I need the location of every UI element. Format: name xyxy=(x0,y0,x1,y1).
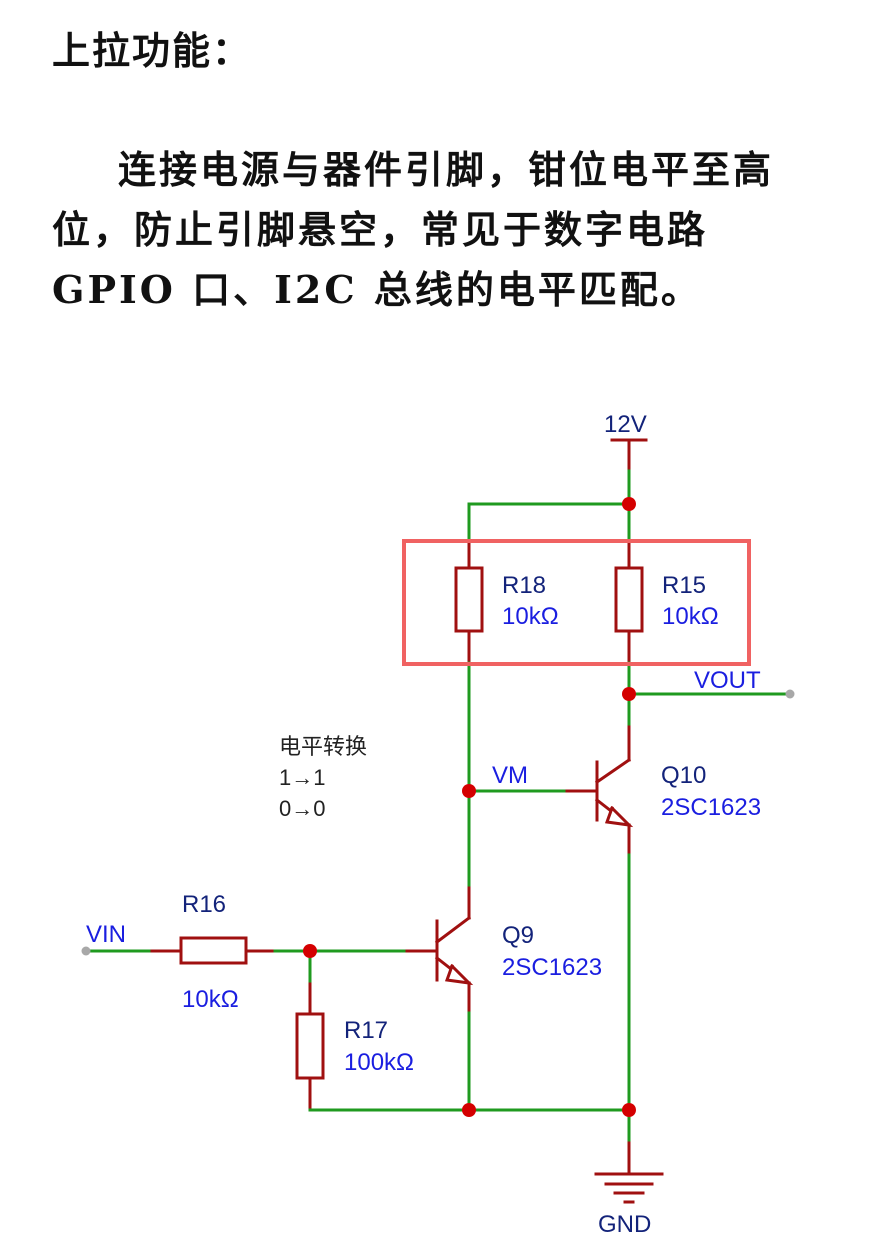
description-paragraph: 连接电源与器件引脚，钳位电平至高 位，防止引脚悬空，常见于数字电路 GPIO 口… xyxy=(52,140,852,320)
paragraph-line-2: 位，防止引脚悬空，常见于数字电路 xyxy=(52,207,709,252)
ground-symbol xyxy=(594,1141,664,1204)
r17-value: 100kΩ xyxy=(344,1049,414,1076)
level-shift-note-line-2: 0→0 xyxy=(279,796,325,821)
level-shift-note-title: 电平转换 xyxy=(279,735,367,760)
q10-part: 2SC1623 xyxy=(661,794,761,821)
r16-ref: R16 xyxy=(182,891,226,918)
resistor-r15 xyxy=(614,539,644,665)
r15-value: 10kΩ xyxy=(662,603,719,630)
power-12v-symbol xyxy=(610,438,648,506)
junction-dot xyxy=(462,1103,476,1117)
q10-ref: Q10 xyxy=(661,762,706,789)
junction-dot xyxy=(622,1103,636,1117)
junction-dot xyxy=(622,687,636,701)
level-shift-note-line-1: 1→1 xyxy=(279,765,325,790)
r17-ref: R17 xyxy=(344,1017,388,1044)
r16-value: 10kΩ xyxy=(182,986,239,1013)
q9-part: 2SC1623 xyxy=(502,954,602,981)
r18-ref: R18 xyxy=(502,572,546,599)
pullup-highlight-box xyxy=(402,539,751,666)
vm-net-label: VM xyxy=(492,762,528,789)
ground-label: GND xyxy=(598,1211,651,1238)
r18-value: 10kΩ xyxy=(502,603,559,630)
paragraph-line-1: 连接电源与器件引脚，钳位电平至高 xyxy=(118,147,775,192)
vout-net-label: VOUT xyxy=(694,667,761,694)
q9-ref: Q9 xyxy=(502,922,534,949)
transistor-q9 xyxy=(405,886,474,1015)
transistor-q10 xyxy=(565,725,634,857)
resistor-r18 xyxy=(454,539,484,665)
section-heading: 上拉功能： xyxy=(52,28,253,73)
vin-port-terminal xyxy=(81,946,91,956)
junction-dot xyxy=(462,784,476,798)
resistor-r16 xyxy=(150,936,277,965)
paragraph-line-3: GPIO 口、I2C 总线的电平匹配。 xyxy=(52,267,702,312)
r15-ref: R15 xyxy=(662,572,706,599)
resistor-r17 xyxy=(295,982,325,1112)
vout-port-terminal xyxy=(785,689,795,699)
vin-net-label: VIN xyxy=(86,921,126,948)
power-label: 12V xyxy=(604,411,647,438)
junction-dot xyxy=(303,944,317,958)
junction-dot xyxy=(622,497,636,511)
